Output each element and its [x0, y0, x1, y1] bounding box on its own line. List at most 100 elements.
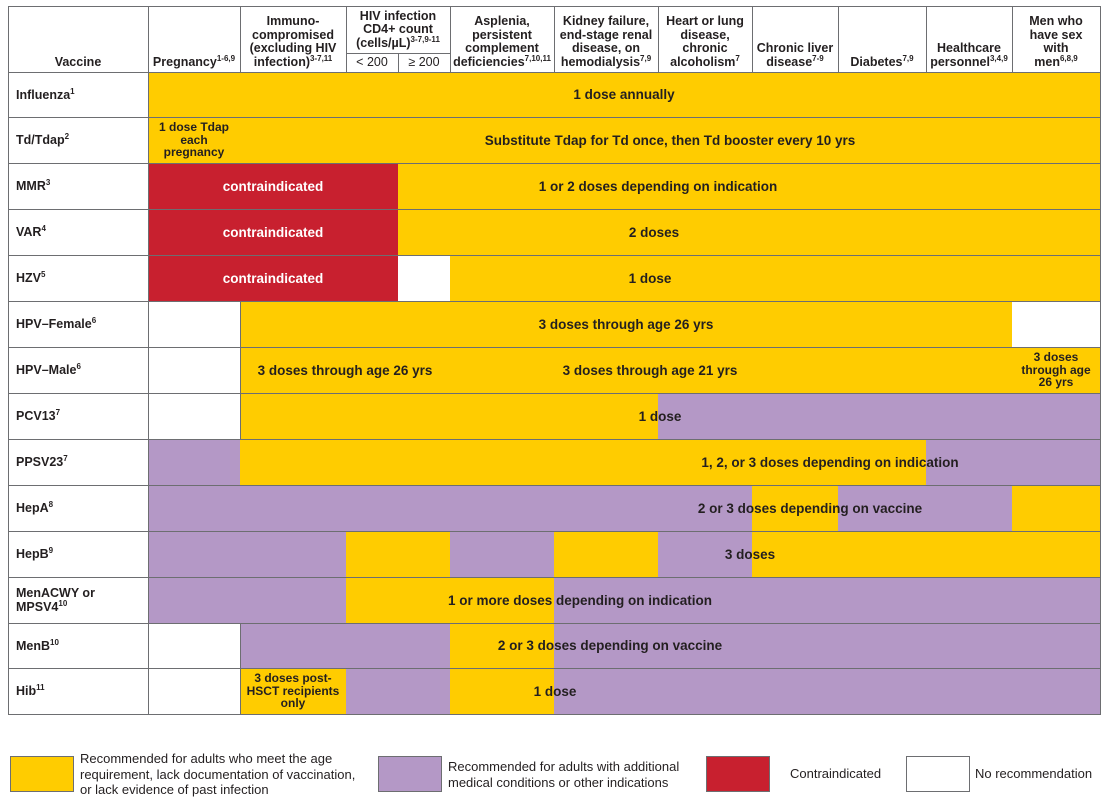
pcv13-recommended [240, 393, 658, 439]
var-contraindicated [148, 209, 398, 255]
row-label-hib: Hib11 [16, 682, 45, 698]
hpvm-left-label: 3 doses through age 26 yrs [257, 362, 433, 378]
hpvf-recommended [240, 301, 1012, 347]
row-line [8, 439, 1100, 440]
header-msm: Men who have sex with men6,8,9 [1029, 14, 1083, 69]
col-line [554, 6, 555, 72]
row-label-hepa: HepA8 [16, 499, 54, 515]
hzv-rest-label: 1 dose [628, 270, 672, 286]
hepb-kidney [554, 531, 658, 577]
pcv13-pregnancy [148, 393, 240, 439]
row-label-hpv-female: HPV–Female6 [16, 315, 97, 331]
col-line [398, 53, 399, 72]
legend-purple-text: Recommended for adults with additional m… [448, 759, 680, 790]
row-line [8, 577, 1100, 578]
hepb-rest [752, 531, 1100, 577]
row-line [8, 668, 1100, 669]
col-line [838, 6, 839, 72]
hzv-contra-label: contraindicated [222, 270, 324, 286]
legend-yellow-swatch [10, 756, 74, 792]
var-contra-label: contraindicated [222, 224, 324, 240]
row-label-mmr: MMR3 [16, 177, 51, 193]
row-line [8, 623, 1100, 624]
header-immunocompromised: Immuno-compromised (excluding HIV infect… [249, 14, 337, 69]
tdap-pregnancy-label: 1 dose Tdap each pregnancy [158, 120, 229, 160]
hpvm-msm-label: 3 doses through age 26 yrs [1021, 350, 1091, 390]
row-line [8, 347, 1100, 348]
header-bottom-border [8, 72, 1100, 73]
header-kidney: Kidney failure, end-stage renal disease,… [559, 14, 653, 69]
hepa-liver [752, 485, 838, 531]
hpvf-msm [1012, 301, 1100, 347]
hpvf-pregnancy [148, 301, 240, 347]
col-line [752, 6, 753, 72]
hepb-hiv [346, 531, 450, 577]
legend-red-swatch [706, 756, 770, 792]
table-left-border [8, 6, 9, 714]
row-label-pcv13: PCV137 [16, 407, 61, 423]
row-line [8, 255, 1100, 256]
hzv-contraindicated [148, 255, 398, 301]
row-line [8, 117, 1100, 118]
row-label-hpv-male: HPV–Male6 [16, 361, 81, 377]
col-line [346, 6, 347, 72]
legend-white-text: No recommendation [975, 766, 1093, 781]
menb-label: 2 or 3 doses depending on vaccine [497, 638, 723, 653]
hepb-additional-1 [148, 531, 346, 577]
hpvf-label: 3 doses through age 26 yrs [538, 316, 714, 332]
menacwy-additional-2 [554, 577, 1100, 623]
row-label-var: VAR4 [16, 223, 46, 239]
hib-asplenia [450, 668, 554, 714]
pcv13-label: 1 dose [638, 408, 682, 424]
col-line [148, 6, 149, 714]
legend-red-text: Contraindicated [790, 766, 882, 781]
header-asplenia: Asplenia, persistent complement deficien… [453, 14, 551, 69]
header-hiv-ge200: ≥ 200 [408, 54, 440, 69]
menb-additional-1 [240, 623, 450, 668]
col-line [926, 6, 927, 72]
hpvm-mid-label: 3 doses through age 21 yrs [562, 362, 738, 378]
mmr-recommended [398, 163, 1100, 209]
legend-white-swatch [906, 756, 970, 792]
hpvm-pregnancy [148, 347, 240, 393]
ppsv23-pregnancy [148, 439, 240, 485]
col-line [450, 6, 451, 72]
hepb-label: 3 doses [724, 546, 776, 562]
hepa-msm [1012, 485, 1100, 531]
col-line [240, 6, 241, 72]
hzv-recommended [450, 255, 1100, 301]
menb-pregnancy [148, 623, 240, 668]
hepa-label: 2 or 3 doses depending on vaccine [697, 500, 923, 516]
col-line [1012, 6, 1013, 72]
hib-immuno [240, 668, 346, 714]
tdap-all [148, 117, 1100, 163]
mmr-contra-label: contraindicated [222, 178, 324, 194]
row-label-menb: MenB10 [16, 637, 59, 653]
hepb-asplenia [450, 531, 554, 577]
hib-additional [554, 668, 1100, 714]
mmr-contraindicated [148, 163, 398, 209]
header-diabetes: Diabetes7,9 [850, 53, 914, 69]
menacwy-recommended [346, 577, 554, 623]
row-line [8, 209, 1100, 210]
row-line [8, 531, 1100, 532]
row-line [8, 163, 1100, 164]
header-healthcare: Healthcare personnel3,4,9 [930, 41, 1008, 69]
var-rest-label: 2 doses [628, 224, 680, 240]
row-line [8, 485, 1100, 486]
var-recommended [398, 209, 1100, 255]
row-label-menacwy: MenACWY or MPSV410 [16, 586, 95, 614]
header-hiv-lt200: < 200 [356, 54, 388, 69]
col-line [658, 6, 659, 72]
ppsv23-additional [926, 439, 1100, 485]
header-heart-lung: Heart or lung disease, chronic alcoholis… [666, 14, 744, 69]
hib-rest-label: 1 dose [533, 683, 577, 699]
menb-additional-2 [554, 623, 1100, 668]
header-vaccine: Vaccine [54, 54, 102, 69]
table-right-border [1100, 6, 1101, 714]
legend-purple-swatch [378, 756, 442, 792]
menb-asplenia [450, 623, 554, 668]
influenza-label: 1 dose annually [573, 87, 675, 102]
row-line [8, 393, 1100, 394]
